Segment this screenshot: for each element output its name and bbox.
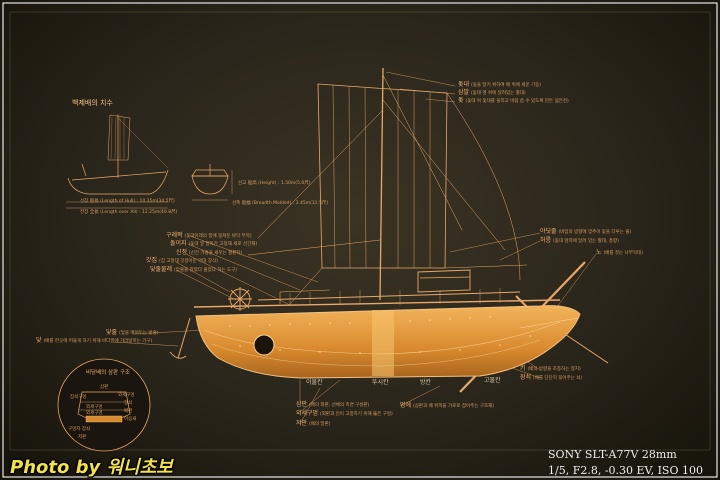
label-dori: 돌이지 (돛대 밑 말뚝간 고정재 세로 선간재): [170, 240, 258, 247]
yard-label: 허릉 (돛대 앞쪽에 달려 있는 활대, 풍향): [540, 237, 619, 244]
photo-watermark: Photo by 워니초보: [10, 457, 173, 478]
main-mast: [379, 67, 384, 301]
small-side-view: [66, 114, 169, 209]
height-label: 선고 船高 (Height) : 1.50m(5.0尺): [238, 181, 311, 186]
inset-label-5: 이음새: [124, 417, 137, 422]
section-stern: 고물칸: [484, 377, 501, 384]
inset-label-9: 저판: [78, 435, 87, 440]
label-gurejjak: 구레짝 (돛대아래의 밑에 뭉쳐둔 바닥 부목): [166, 232, 252, 239]
label-gatjip: 갓집 (집 고정대 갓걸어둔 막대 장식): [146, 257, 218, 264]
overall-length-label: 전장 全長 (Length over All) : 12.25m(40.8尺): [80, 210, 178, 215]
inset-label-6: 외세구멍: [86, 405, 103, 410]
inset-label-1: 삼판: [100, 385, 109, 390]
hull-rivets: [229, 316, 531, 354]
hull-length-label: 선장 船長 (Length of Hull) : 10.35m(34.5尺): [80, 199, 175, 204]
inset-label-3: 장쇠: [124, 401, 133, 406]
section-2: 뚜시칸: [372, 379, 389, 386]
section-bow: 이물칸: [306, 379, 323, 386]
label-beam: 멍에 (삼판과 배 위쪽을 가로로 잡아주는 구조재): [400, 402, 495, 409]
label-sinjeong: 신정 (신간 가룡을 세우는 평판자): [176, 249, 243, 256]
breadth-label: 선폭 船幅 (Breadth Molded) : 3.45m(11.5尺): [232, 201, 329, 206]
oar-label: 노 (배를 젓는 나무막대): [596, 249, 643, 256]
spar-label: 삼발 (돛대 옆 위에 달려있는 활대): [458, 89, 526, 96]
label-iron-peg: 장쇠 (배를 단단히 묶어주는 쇠): [520, 374, 583, 381]
section-3: 방칸: [420, 379, 432, 386]
sail-label: 돛 (돛대 위 돛대를 올리고 바람 씀 수 있도록 만든 넓은천): [458, 97, 569, 104]
label-anchor: 닻 (배를 한곳에 머물게 하기 위해 바다밑에 가라앉히는 기구): [36, 337, 153, 344]
label-peg-hole: 외세구멍 (외판과 인이 고정하기 위해 뚫은 구멍): [296, 410, 393, 417]
windlass-wheel: [228, 287, 252, 311]
hawse-hole: [253, 334, 275, 356]
inset-label-8: 구멍자 장쇠: [68, 427, 91, 432]
label-planking: 삼판 (배의 외판, 선체의 측면 구성판): [296, 401, 370, 408]
mast-label: 돛대 (돛을 달기 위하여 배 위에 세운 기둥): [458, 81, 542, 88]
anchor: [169, 317, 191, 359]
inset-label-0: 장쇠구멍: [70, 395, 87, 400]
small-front-view: [191, 164, 233, 201]
camera-info-line1: SONY SLT-A77V 28mm: [548, 448, 677, 461]
label-windlass: 닻줄물레 (닻줄을 감았다 풀었다 하는 도구): [150, 266, 238, 273]
photo-inner-border: [9, 11, 711, 451]
label-bottom-plank: 저판 (배의 밑판): [296, 420, 331, 427]
inset-label-4: 배판: [124, 409, 133, 414]
label-rudder: 키 (배의 방향을 조종하는 장치): [520, 365, 581, 372]
inset-title: 비당배의 삼판 구조: [86, 370, 130, 376]
inset-label-7: 외세구멍: [86, 411, 103, 416]
cross-section-inset: [57, 358, 151, 452]
deck-house: [417, 269, 471, 293]
dimensions-title: 백제배의 치수: [72, 99, 113, 107]
camera-info-line2: 1/5, F2.8, -0.30 EV, ISO 100: [548, 464, 703, 477]
sheet-rope-label: 야딧줄 (버텀의 방향에 맞추어 돛을 다루는 줄): [540, 228, 632, 235]
label-anchor-rope: 닻줄 (닻을 매어두는 밧줄): [106, 329, 159, 336]
inset-label-2: 외세구멍: [118, 393, 135, 398]
